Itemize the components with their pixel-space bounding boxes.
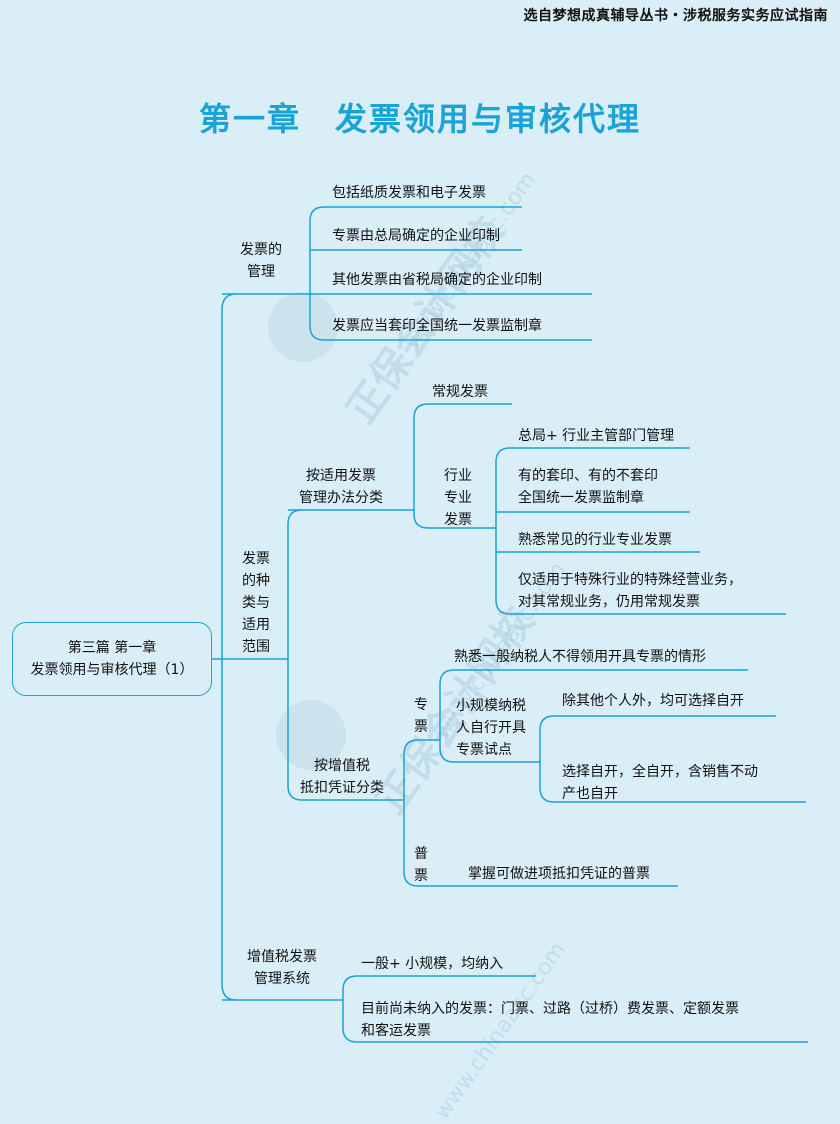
- leaf-b1-4: 发票应当套印全国统一发票监制章: [332, 318, 542, 334]
- branch-invoice-management: 发票的 管理: [240, 242, 282, 280]
- leaf-small-2: 选择自开，全自开，含销售不动 产也自开: [562, 764, 758, 802]
- leaf-ordinary-1: 掌握可做进项抵扣凭证的普票: [468, 866, 650, 882]
- leaf-b1-3: 其他发票由省税局确定的企业印制: [332, 272, 542, 288]
- leaf-industry-2: 有的套印、有的不套印 全国统一发票监制章: [518, 468, 658, 506]
- root-line2: 发票领用与审核代理（1）: [30, 662, 194, 678]
- leaf-regular-invoice: 常规发票: [432, 384, 488, 400]
- sub-small-scale-pilot: 小规模纳税 人自行开具 专票试点: [456, 698, 526, 758]
- mindmap-connectors: [212, 206, 808, 1043]
- root-line1: 第三篇 第一章: [67, 640, 157, 656]
- branch-vat-invoice-system: 增值税发票 管理系统: [247, 949, 317, 987]
- branch-invoice-types: 发票 的种 类与 适用 范围: [242, 551, 270, 655]
- sub-ordinary-invoice: 普 票: [414, 846, 428, 884]
- leaf-special-1: 熟悉一般纳税人不得领用开具专票的情形: [454, 649, 706, 665]
- sub-by-vat-deduction: 按增值税 抵扣凭证分类: [300, 758, 384, 796]
- leaf-b3-2: 目前尚未纳入的发票：门票、过路（过桥）费发票、定额发票 和客运发票: [361, 1001, 739, 1039]
- leaf-industry-3: 熟悉常见的行业专业发票: [518, 532, 672, 548]
- leaf-small-1: 除其他个人外，均可选择自开: [562, 693, 744, 709]
- page-header: 选自梦想成真辅导丛书・涉税服务实务应试指南: [0, 0, 840, 30]
- leaf-b3-1: 一般+ 小规模，均纳入: [361, 956, 504, 972]
- sub-special-invoice: 专 票: [414, 697, 428, 735]
- leaf-industry-1: 总局+ 行业主管部门管理: [518, 428, 675, 444]
- leaf-b1-2: 专票由总局确定的企业印制: [332, 228, 500, 244]
- chapter-title: 第一章 发票领用与审核代理: [198, 100, 641, 138]
- sub-by-management-method: 按适用发票 管理办法分类: [299, 468, 383, 506]
- sub-industry-invoice: 行业 专业 发票: [444, 468, 472, 528]
- root-node: 第三篇 第一章 发票领用与审核代理（1）: [12, 622, 212, 696]
- book-series-label: 选自梦想成真辅导丛书・涉税服务实务应试指南: [523, 8, 828, 24]
- leaf-b1-1: 包括纸质发票和电子发票: [332, 185, 486, 201]
- leaf-industry-4: 仅适用于特殊行业的特殊经营业务， 对其常规业务，仍用常规发票: [518, 572, 742, 610]
- watermark-logo-icon: [268, 292, 338, 362]
